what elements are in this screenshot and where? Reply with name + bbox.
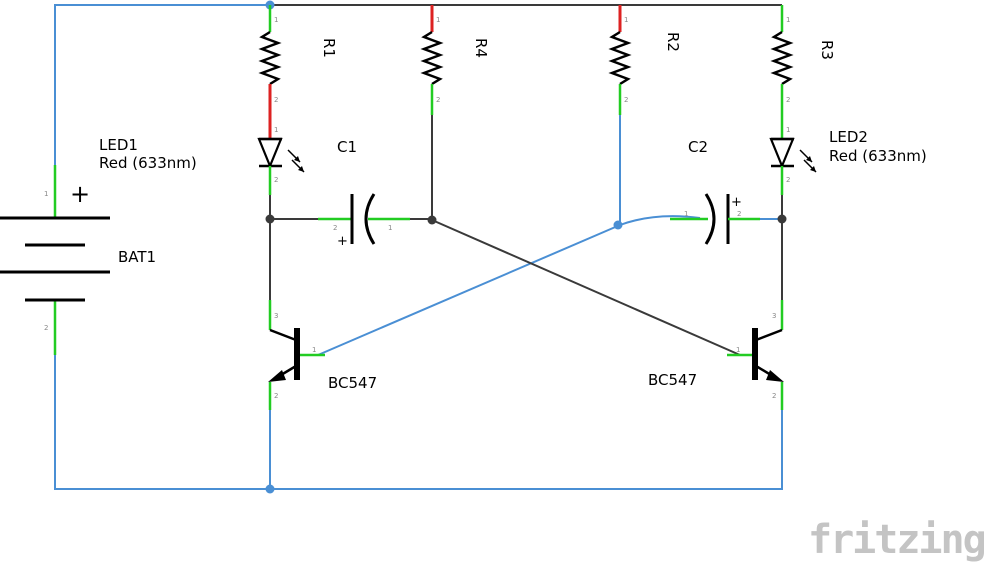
c2-plus-sign: + — [731, 195, 742, 210]
svg-text:1: 1 — [274, 16, 278, 24]
wire-c1-to-q2-base[interactable] — [431, 219, 741, 356]
capacitor-c1[interactable]: 2 1 — [318, 193, 432, 245]
transistor-q1[interactable]: 3 1 2 — [268, 300, 325, 410]
r4-label: R4 — [472, 38, 490, 58]
resistor-r2[interactable]: 1 2 — [608, 5, 632, 115]
transistor-q2[interactable]: 3 1 2 — [727, 300, 784, 410]
junction-dot — [265, 484, 275, 494]
led2-value: Red (633nm) — [829, 147, 927, 165]
svg-text:2: 2 — [772, 392, 776, 400]
c2-label: C2 — [688, 138, 708, 156]
r2-label: R2 — [664, 32, 682, 52]
svg-text:1: 1 — [44, 190, 48, 198]
svg-text:2: 2 — [436, 96, 440, 104]
svg-text:2: 2 — [786, 96, 790, 104]
wires-dark — [269, 4, 783, 356]
svg-text:1: 1 — [388, 224, 392, 232]
q1-label: BC547 — [328, 374, 377, 392]
wires-blue — [54, 4, 783, 490]
svg-text:2: 2 — [274, 96, 278, 104]
r1-label: R1 — [320, 38, 338, 58]
resistor-r4[interactable]: 1 2 — [420, 5, 444, 115]
svg-text:3: 3 — [274, 312, 278, 320]
wire-c2-to-q1-base[interactable] — [317, 224, 621, 356]
svg-text:1: 1 — [684, 210, 688, 218]
svg-text:2: 2 — [44, 324, 48, 332]
svg-text:2: 2 — [737, 210, 741, 218]
svg-text:2: 2 — [274, 392, 278, 400]
svg-text:3: 3 — [772, 312, 776, 320]
battery-bat1[interactable]: 1 2 — [0, 165, 110, 355]
svg-text:2: 2 — [274, 176, 278, 184]
led1[interactable]: 1 2 — [257, 120, 305, 195]
svg-text:2: 2 — [333, 224, 337, 232]
svg-text:1: 1 — [312, 346, 316, 354]
svg-text:1: 1 — [786, 16, 790, 24]
r3-label: R3 — [818, 40, 836, 60]
svg-text:1: 1 — [624, 16, 628, 24]
resistor-r1[interactable]: 1 2 — [258, 5, 282, 120]
battery-label: BAT1 — [118, 248, 156, 266]
svg-text:2: 2 — [786, 176, 790, 184]
q2-label: BC547 — [648, 371, 697, 389]
fritzing-logo: fritzing — [808, 517, 984, 563]
led1-label: LED1 — [99, 136, 138, 154]
wire-c2-node[interactable] — [619, 215, 701, 226]
led2-label: LED2 — [829, 128, 868, 146]
svg-text:1: 1 — [274, 126, 278, 134]
capacitor-c2[interactable]: 1 2 — [670, 193, 760, 245]
svg-text:1: 1 — [786, 126, 790, 134]
junction-dot — [613, 220, 623, 230]
wire-bottom-loop[interactable] — [54, 300, 783, 490]
battery-plus-sign: + — [70, 180, 90, 208]
svg-text:1: 1 — [736, 346, 740, 354]
svg-text:1: 1 — [436, 16, 440, 24]
junction-dot — [777, 214, 787, 224]
c1-label: C1 — [337, 138, 357, 156]
svg-text:2: 2 — [624, 96, 628, 104]
junction-dot — [265, 214, 275, 224]
wire-top-left[interactable] — [54, 4, 270, 218]
c1-plus-sign: + — [337, 234, 348, 249]
led1-value: Red (633nm) — [99, 154, 197, 172]
led2[interactable]: 1 2 — [769, 120, 817, 195]
resistor-r3[interactable]: 1 2 — [770, 5, 794, 120]
